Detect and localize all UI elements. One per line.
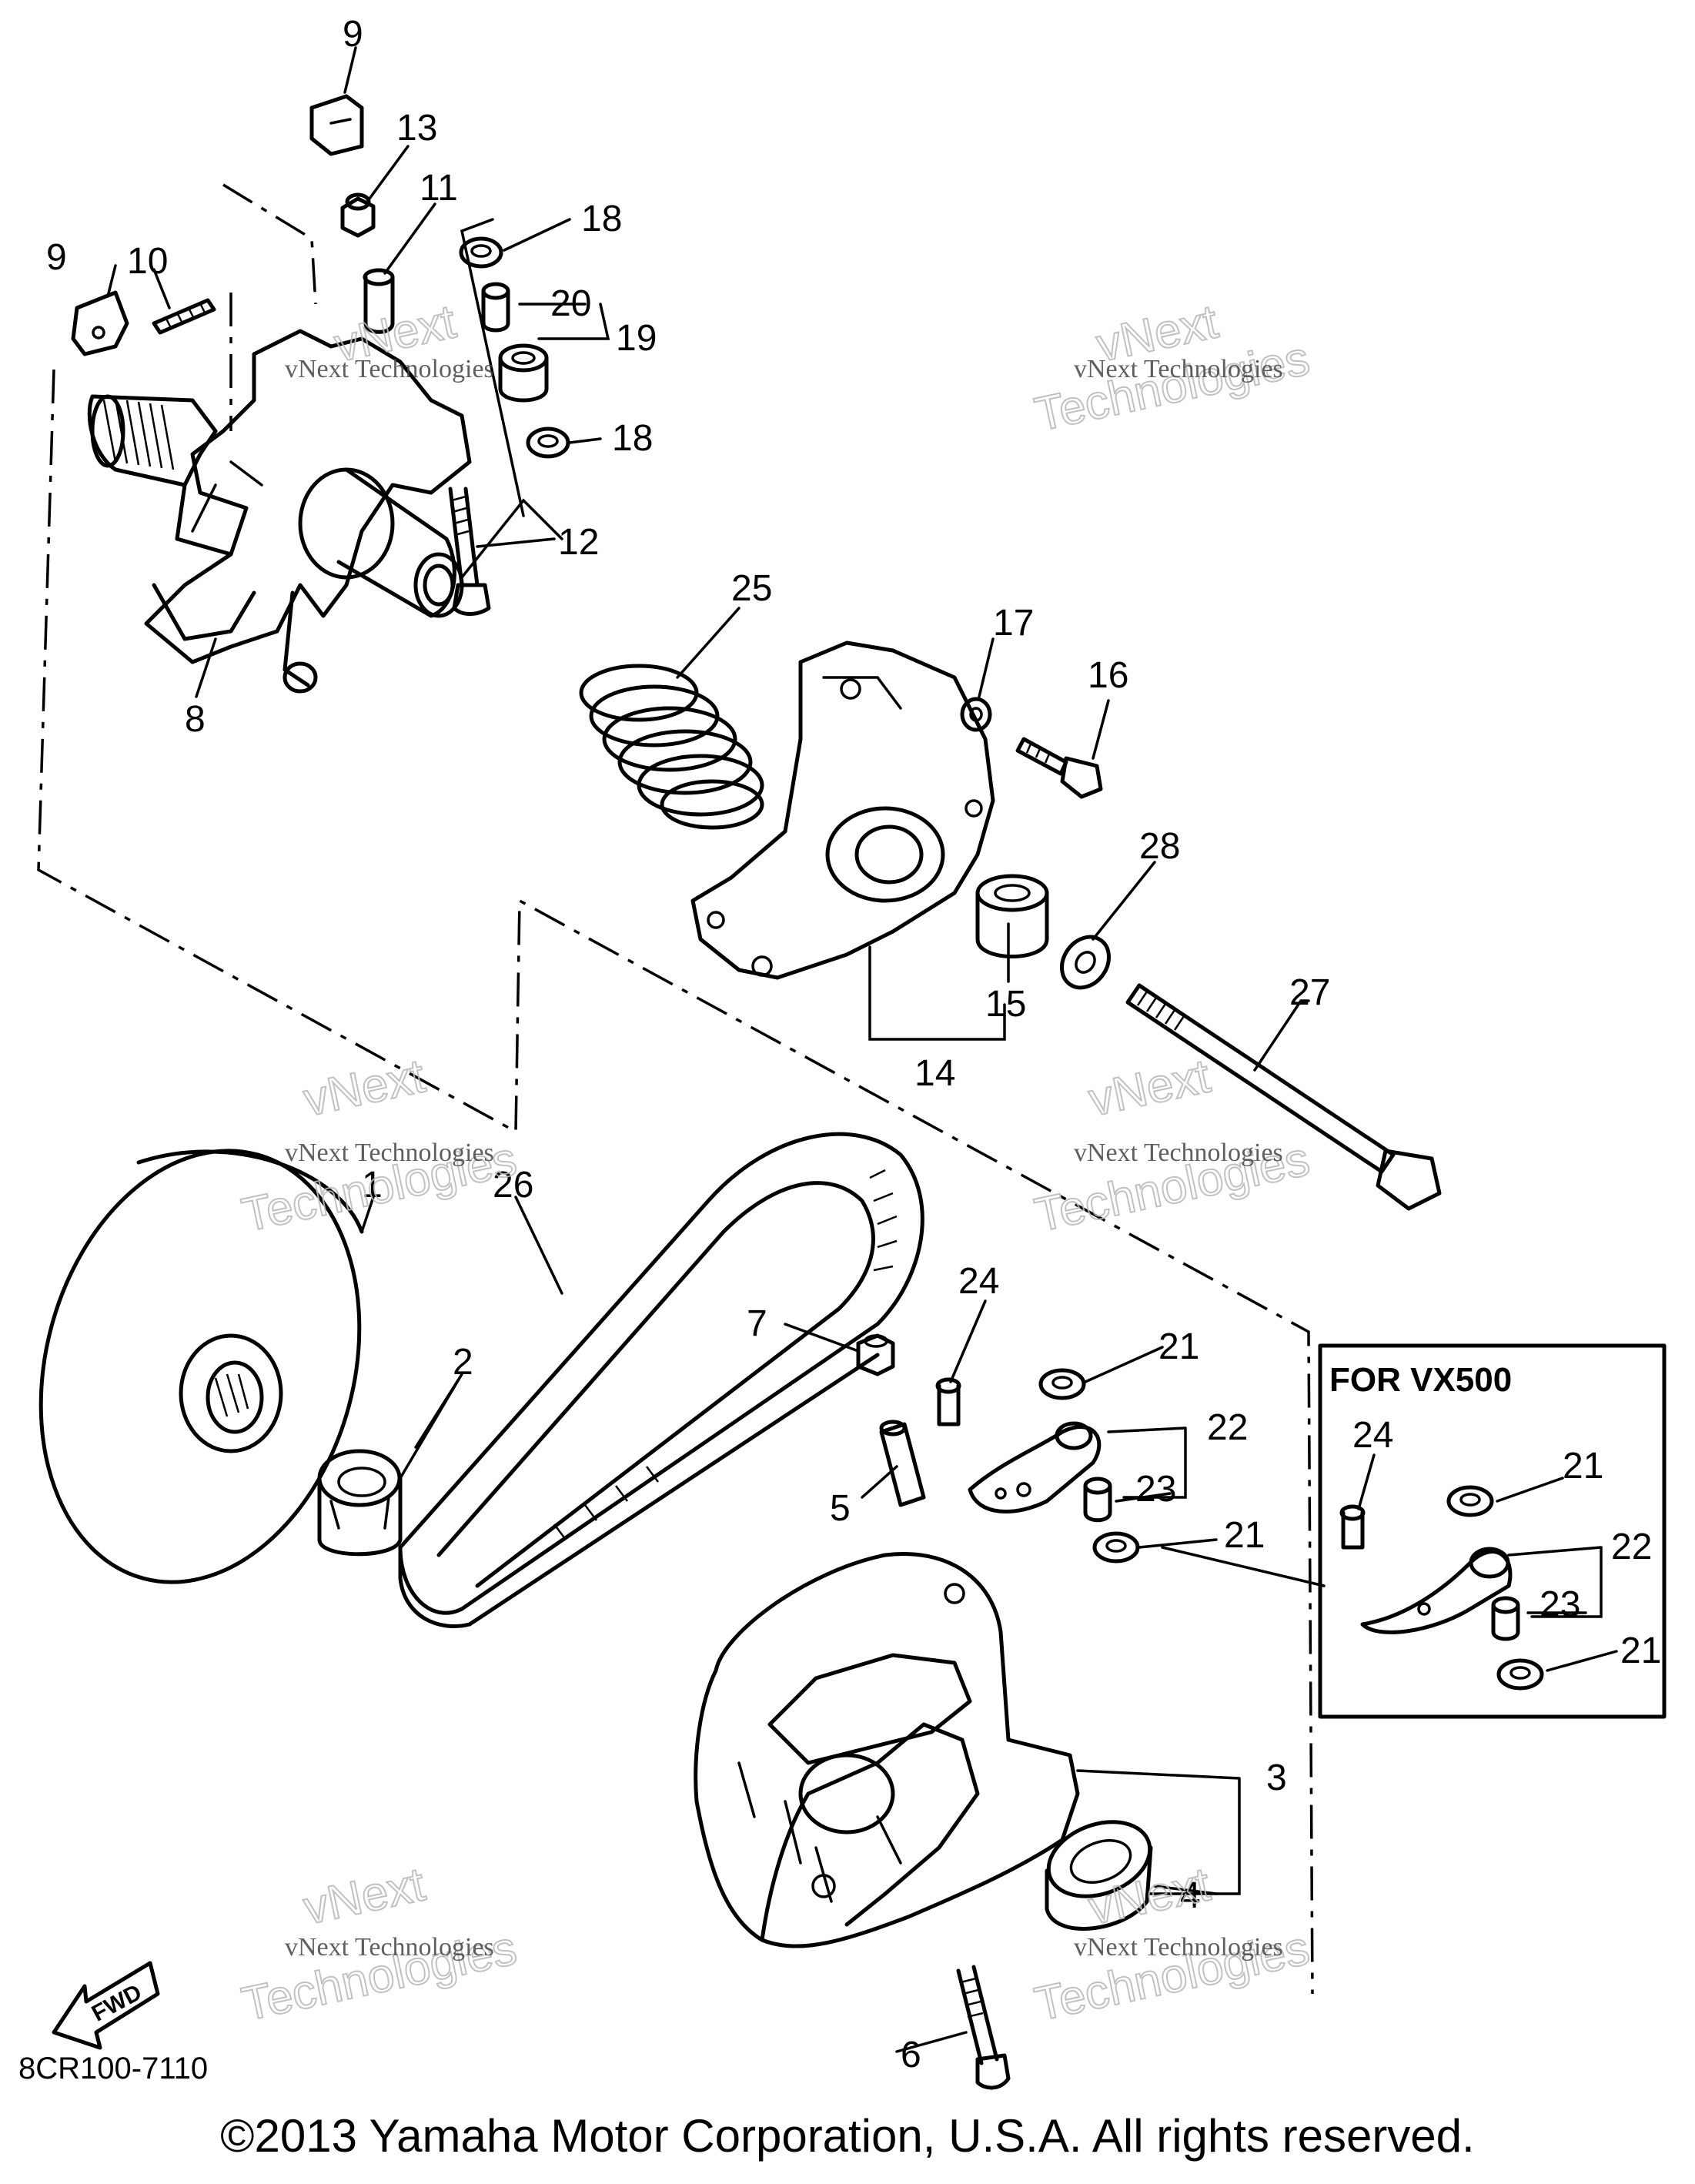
callout-27: 27 xyxy=(1289,972,1330,1013)
fwd-arrow-icon: FWD xyxy=(52,1961,160,2050)
inset-callout-21-top: 21 xyxy=(1563,1446,1603,1487)
part-13-nut xyxy=(340,192,376,238)
part-27-shaft-bolt xyxy=(1125,983,1442,1211)
part-25-spring xyxy=(579,664,764,830)
inset-part-22-weight-arm xyxy=(1360,1547,1513,1634)
leader-lines xyxy=(106,46,1618,2053)
part-20-bushing xyxy=(481,282,510,333)
svg-text:vNext: vNext xyxy=(1085,1049,1215,1126)
svg-text:vNext Technologies: vNext Technologies xyxy=(285,355,494,383)
part-6-bolt xyxy=(956,1965,1011,2090)
callout-6: 6 xyxy=(901,2035,921,2075)
part-23-collar xyxy=(1083,1477,1112,1523)
inset-callout-21-bottom: 21 xyxy=(1620,1630,1661,1671)
figure-code: 8CR100-7110 xyxy=(18,2052,209,2085)
inset-part-21-washer-bottom xyxy=(1496,1658,1544,1691)
part-21-washer-bottom xyxy=(1092,1531,1140,1564)
svg-text:vNext Technologies: vNext Technologies xyxy=(285,1139,494,1167)
part-26-drive-belt xyxy=(398,1132,924,1628)
part-1-movable-sheave xyxy=(38,1149,364,1584)
assembly-boundary-lines xyxy=(37,183,1314,1995)
part-28-washer xyxy=(1060,935,1111,990)
part-7-nut xyxy=(856,1333,895,1376)
inset-part-21-washer-top xyxy=(1446,1485,1494,1517)
watermark-middle-left: vNext Technologies vNext Technologies xyxy=(237,1049,522,1243)
part-18-washer-top xyxy=(459,236,503,269)
callout-12: 12 xyxy=(558,522,599,563)
callout-22: 22 xyxy=(1207,1407,1248,1448)
part-10-pin xyxy=(152,298,216,335)
callout-8: 8 xyxy=(185,699,206,740)
callout-10: 10 xyxy=(127,241,168,282)
part-24-pin xyxy=(935,1377,961,1426)
callout-21-top: 21 xyxy=(1158,1326,1199,1367)
part-17-washer xyxy=(960,697,992,732)
part-21-washer-top xyxy=(1038,1368,1086,1400)
inset-part-24-pin xyxy=(1339,1504,1366,1550)
part-4-bushing xyxy=(1045,1820,1153,1931)
callout-26: 26 xyxy=(493,1165,533,1206)
watermark-bottom-left: vNext Technologies vNext Technologies xyxy=(237,1857,522,2032)
callout-3: 3 xyxy=(1266,1758,1287,1798)
callout-7: 7 xyxy=(747,1303,767,1344)
svg-text:vNext Technologies: vNext Technologies xyxy=(1074,1933,1283,1962)
callout-9-top: 9 xyxy=(343,14,363,55)
svg-text:vNext: vNext xyxy=(299,1049,430,1126)
callout-28: 28 xyxy=(1139,826,1180,867)
part-18-washer-bottom xyxy=(526,426,570,459)
watermarks: vNext Technologies vNext Technologies vN… xyxy=(237,294,1315,2032)
watermark-top: vNext Technologies vNext Technologies xyxy=(1030,294,1315,442)
callout-labels: 9 13 11 18 20 19 18 12 9 10 8 25 17 16 2… xyxy=(46,14,1661,2075)
svg-text:vNext Technologies: vNext Technologies xyxy=(285,1933,494,1962)
inset-callout-24: 24 xyxy=(1352,1415,1393,1456)
part-8-fixed-sheave-hub xyxy=(87,329,472,694)
callout-24: 24 xyxy=(958,1261,999,1302)
svg-text:vNext Technologies: vNext Technologies xyxy=(1074,355,1283,383)
inset-vx500: FOR VX500 xyxy=(1318,1343,1667,1719)
part-19-roller xyxy=(498,343,549,403)
part-16-bolt xyxy=(1015,737,1103,799)
part-5-pin xyxy=(879,1420,926,1507)
part-12-bolt xyxy=(448,487,491,616)
callout-18-top: 18 xyxy=(581,199,622,239)
part-2-bushing xyxy=(317,1449,403,1557)
callout-23: 23 xyxy=(1135,1469,1176,1510)
inset-callout-23: 23 xyxy=(1540,1584,1580,1625)
svg-text:vNext: vNext xyxy=(1085,1858,1215,1935)
callout-21-bottom: 21 xyxy=(1224,1515,1265,1556)
part-15-bushing xyxy=(975,874,1049,958)
callout-20: 20 xyxy=(550,283,591,324)
callout-2: 2 xyxy=(453,1342,473,1383)
callout-1: 1 xyxy=(362,1165,383,1206)
callout-11: 11 xyxy=(420,168,458,209)
part-9-slider-left xyxy=(71,290,129,356)
callout-14: 14 xyxy=(914,1053,955,1094)
inset-title: FOR VX500 xyxy=(1329,1361,1512,1399)
callout-4: 4 xyxy=(1180,1875,1201,1916)
part-22-weight-arm xyxy=(968,1421,1102,1513)
callout-19: 19 xyxy=(616,318,657,359)
svg-text:vNext: vNext xyxy=(299,1858,430,1935)
inset-callout-22: 22 xyxy=(1611,1527,1652,1567)
svg-text:vNext Technologies: vNext Technologies xyxy=(1074,1139,1283,1167)
callout-15: 15 xyxy=(985,984,1026,1025)
callout-5: 5 xyxy=(830,1488,851,1529)
callout-18-bottom: 18 xyxy=(612,418,653,459)
part-3-fixed-sheave xyxy=(694,1552,1080,1948)
callout-17: 17 xyxy=(993,603,1034,644)
part-9-slider-top xyxy=(309,94,364,156)
part-14-spring-cover xyxy=(690,640,995,980)
copyright-notice: ©2013 Yamaha Motor Corporation, U.S.A. A… xyxy=(220,2110,1475,2162)
inset-part-23-collar xyxy=(1491,1596,1520,1641)
callout-9-left: 9 xyxy=(46,237,67,278)
watermark-bottom-right: vNext Technologies vNext Technologies xyxy=(1030,1857,1315,2032)
callout-25: 25 xyxy=(731,568,772,609)
watermark-middle-right: vNext Technologies vNext Technologies xyxy=(1030,1049,1315,1243)
callout-13: 13 xyxy=(396,108,437,149)
callout-16: 16 xyxy=(1088,655,1128,696)
part-11-collar xyxy=(363,268,395,334)
